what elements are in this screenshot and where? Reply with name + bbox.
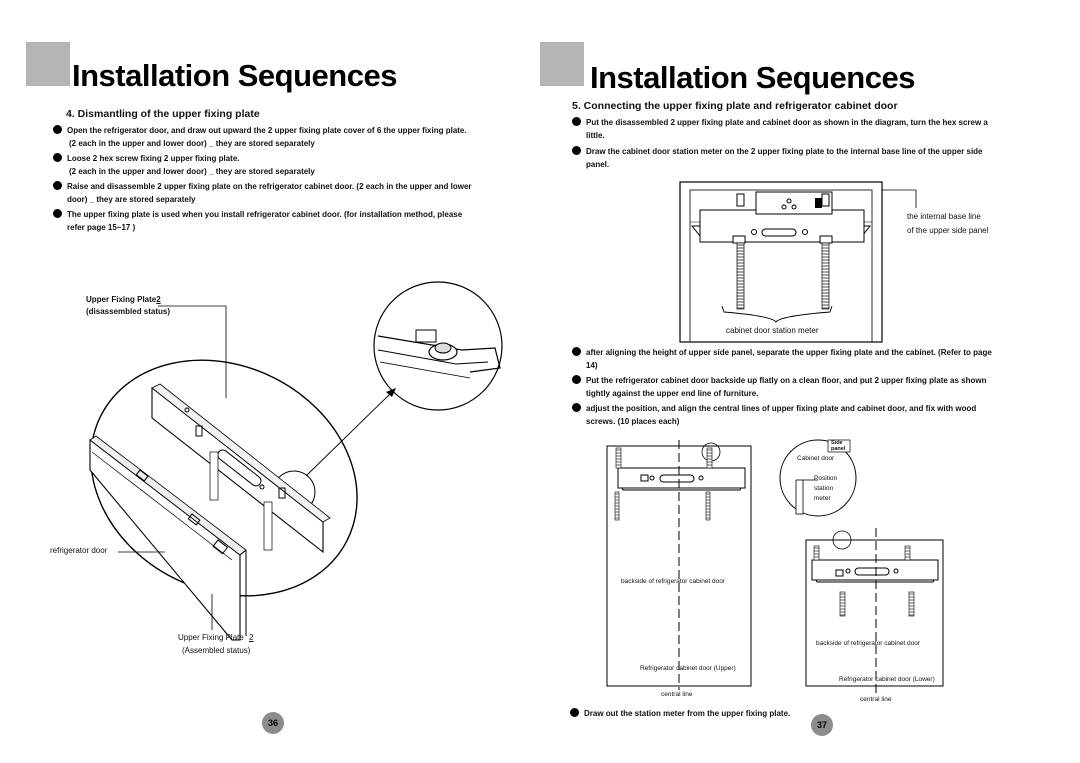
bullet-item: Draw out the station meter from the uppe… xyxy=(570,707,844,720)
bullet-text: Raise and disassemble 2 upper fixing pla… xyxy=(67,182,472,191)
label-text: Upper Fixing Plate xyxy=(86,295,157,304)
bullet-text: adjust the position, and align the centr… xyxy=(586,404,977,413)
title-decor-box-right xyxy=(540,42,584,86)
bullet-dot-icon xyxy=(53,153,62,162)
label-disassembled-status: (disassembled status) xyxy=(86,307,171,316)
label-side-panel: Side panel xyxy=(831,440,845,452)
threaded-rod xyxy=(615,447,622,469)
label-central-line-lower: central line xyxy=(860,696,892,703)
threaded-rod xyxy=(706,447,713,469)
label-plate-assembled: Upper Fixing Plate 2 xyxy=(178,633,254,642)
label-text: Upper Fixing Plate xyxy=(178,633,244,642)
bullet-text: Open the refrigerator door, and draw out… xyxy=(67,126,467,135)
label-assembled-status: (Assembled status) xyxy=(182,646,251,655)
label-text: panel xyxy=(831,446,846,452)
label-door-lower: Refrigerator cabinet door (Lower) xyxy=(839,676,935,683)
bullet-text: Draw the cabinet door station meter on t… xyxy=(586,147,983,156)
page-number-left: 36 xyxy=(262,712,284,734)
threaded-rod xyxy=(813,545,820,561)
label-position-station-meter: Position station meter xyxy=(814,474,837,504)
bullet-dot-icon xyxy=(572,347,581,356)
bullet-text: after aligning the height of upper side … xyxy=(586,348,992,357)
label-text: meter xyxy=(814,495,831,502)
label-station-meter: cabinet door station meter xyxy=(726,326,819,335)
label-upper-side-panel: of the upper side panel xyxy=(907,226,989,235)
section-heading-5: 5. Connecting the upper fixing plate and… xyxy=(572,100,898,112)
bullet-item: The upper fixing plate is used when you … xyxy=(53,208,522,234)
threaded-rod xyxy=(904,545,911,561)
bullet-item: Loose 2 hex screw fixing 2 upper fixing … xyxy=(53,152,522,178)
bullet-item: Put the refrigerator cabinet door backsi… xyxy=(572,374,1046,400)
bullet-item: Put the disassembled 2 upper fixing plat… xyxy=(572,116,1046,142)
threaded-rod xyxy=(908,591,915,617)
label-door-upper: Refrigerator cabinet door (Upper) xyxy=(640,665,736,672)
label-num: 2 xyxy=(249,633,254,642)
bullet-item: after aligning the height of upper side … xyxy=(572,346,1046,372)
label-num: 2 xyxy=(156,295,161,304)
bullet-dot-icon xyxy=(572,117,581,126)
title-decor-box-left xyxy=(26,42,70,86)
bullet-dot-icon xyxy=(53,125,62,134)
threaded-rod xyxy=(736,242,745,310)
label-plate-disassembled: Upper Fixing Plate2 xyxy=(86,294,161,306)
page-number-right: 37 xyxy=(811,714,833,736)
label-text: Position xyxy=(814,475,838,482)
bullet-dot-icon xyxy=(572,403,581,412)
bullet-text: 14) xyxy=(586,361,598,371)
section-heading-4: 4. Dismantling of the upper fixing plate xyxy=(66,108,260,120)
label-text: station xyxy=(814,485,834,492)
bullet-dot-icon xyxy=(53,181,62,190)
bullet-text: (2 each in the upper and lower door) _ t… xyxy=(69,139,315,149)
label-refrigerator-door: refrigerator door xyxy=(50,546,108,555)
bullet-dot-icon xyxy=(53,209,62,218)
bullet-dot-icon xyxy=(570,708,579,717)
bullet-text: (2 each in the upper and lower door) _ t… xyxy=(69,167,315,177)
bullet-text: screws. (10 places each) xyxy=(586,417,680,427)
label-central-line-upper: central line xyxy=(661,691,693,698)
bullet-item: Raise and disassemble 2 upper fixing pla… xyxy=(53,180,522,206)
bullet-text: Put the refrigerator cabinet door backsi… xyxy=(586,376,987,385)
label-text: Side xyxy=(831,440,843,446)
bullet-text: little. xyxy=(586,131,605,141)
bullet-text: The upper fixing plate is used when you … xyxy=(67,210,463,219)
bullet-item: Open the refrigerator door, and draw out… xyxy=(53,124,522,150)
label-backside-lower: backside of refrigerator cabinet door xyxy=(816,640,921,647)
bullet-text: panel. xyxy=(586,160,610,170)
bullet-text: door) _ they are stored separately xyxy=(67,195,196,205)
bullet-dot-icon xyxy=(572,146,581,155)
bullet-text: refer page 15~17 ) xyxy=(67,223,136,233)
page-title-right: Installation Sequences xyxy=(590,60,915,95)
bullet-dot-icon xyxy=(572,375,581,384)
label-cabinet-door: Cabinet door xyxy=(797,455,835,462)
label-backside-upper: backside of refrigerator cabinet door xyxy=(621,578,726,585)
bullet-item: adjust the position, and align the centr… xyxy=(572,402,1046,428)
bullet-text: tightly against the upper end line of fu… xyxy=(586,389,759,399)
bullet-item: Draw the cabinet door station meter on t… xyxy=(572,145,1046,171)
bullet-text: Loose 2 hex screw fixing 2 upper fixing … xyxy=(67,154,240,163)
page-title-left: Installation Sequences xyxy=(72,58,397,93)
threaded-rod xyxy=(821,242,830,310)
threaded-rod xyxy=(839,591,846,617)
bullet-text: Draw out the station meter from the uppe… xyxy=(584,709,791,718)
label-internal-base-line: the internal base line xyxy=(907,212,981,221)
bullet-text: Put the disassembled 2 upper fixing plat… xyxy=(586,118,988,127)
